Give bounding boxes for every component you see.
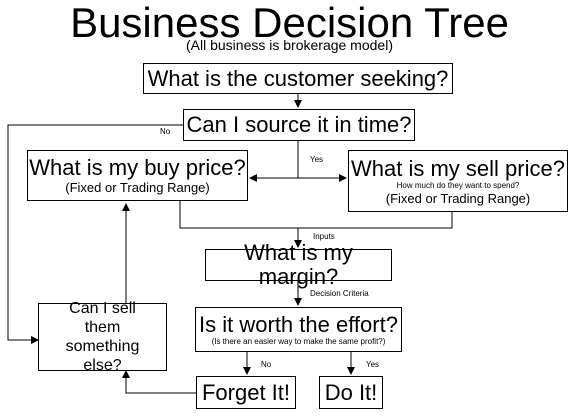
node-source-in-time: Can I source it in time? bbox=[183, 109, 415, 141]
node-forget-it: Forget It! bbox=[196, 376, 296, 409]
edge-label-inputs: Inputs bbox=[313, 232, 335, 241]
node-sell-price: What is my sell price? How much do they … bbox=[348, 150, 568, 212]
node-do-it-label: Do It! bbox=[324, 379, 378, 405]
edge-label-decision-criteria: Decision Criteria bbox=[310, 289, 369, 298]
node-forget-it-label: Forget It! bbox=[201, 379, 291, 405]
arrow-buy-inputs bbox=[179, 201, 298, 229]
node-margin: What is my margin? bbox=[205, 241, 392, 289]
node-sell-price-detail: (Fixed or Trading Range) bbox=[385, 190, 531, 206]
edge-label-yes-source: Yes bbox=[310, 155, 324, 164]
node-worth-effort: Is it worth the effort? (Is there an eas… bbox=[195, 307, 402, 352]
node-customer-seeking: What is the customer seeking? bbox=[143, 63, 453, 94]
arrow-sell-inputs bbox=[298, 212, 453, 229]
diagram-title: Business Decision Tree bbox=[70, 0, 509, 46]
node-worth-effort-label: Is it worth the effort? bbox=[199, 311, 398, 337]
node-worth-effort-detail: (Is there an easier way to make the same… bbox=[211, 336, 386, 346]
node-buy-price: What is my buy price? (Fixed or Trading … bbox=[27, 150, 248, 201]
node-margin-label: What is my margin? bbox=[244, 240, 353, 289]
edge-label-no-source: No bbox=[160, 127, 171, 136]
node-sell-something-else: Can I sell them something else? bbox=[38, 300, 167, 374]
node-source-in-time-label: Can I source it in time? bbox=[186, 112, 412, 137]
node-sell-price-label: What is my sell price? bbox=[351, 155, 565, 181]
node-sell-price-note: How much do they want to spend? bbox=[396, 180, 520, 190]
node-do-it: Do It! bbox=[319, 376, 383, 409]
arrow-forget-to-sell-else bbox=[122, 370, 196, 394]
edge-label-no-effort: No bbox=[261, 360, 272, 369]
node-buy-price-detail: (Fixed or Trading Range) bbox=[65, 180, 210, 195]
edge-label-yes-effort: Yes bbox=[366, 360, 380, 369]
arrow-source-no bbox=[7, 124, 183, 344]
node-sell-something-else-label: Can I sell them something else? bbox=[65, 300, 140, 374]
node-customer-seeking-label: What is the customer seeking? bbox=[147, 65, 449, 91]
diagram-subtitle: (All business is brokerage model) bbox=[186, 37, 393, 53]
node-buy-price-label: What is my buy price? bbox=[29, 155, 246, 180]
